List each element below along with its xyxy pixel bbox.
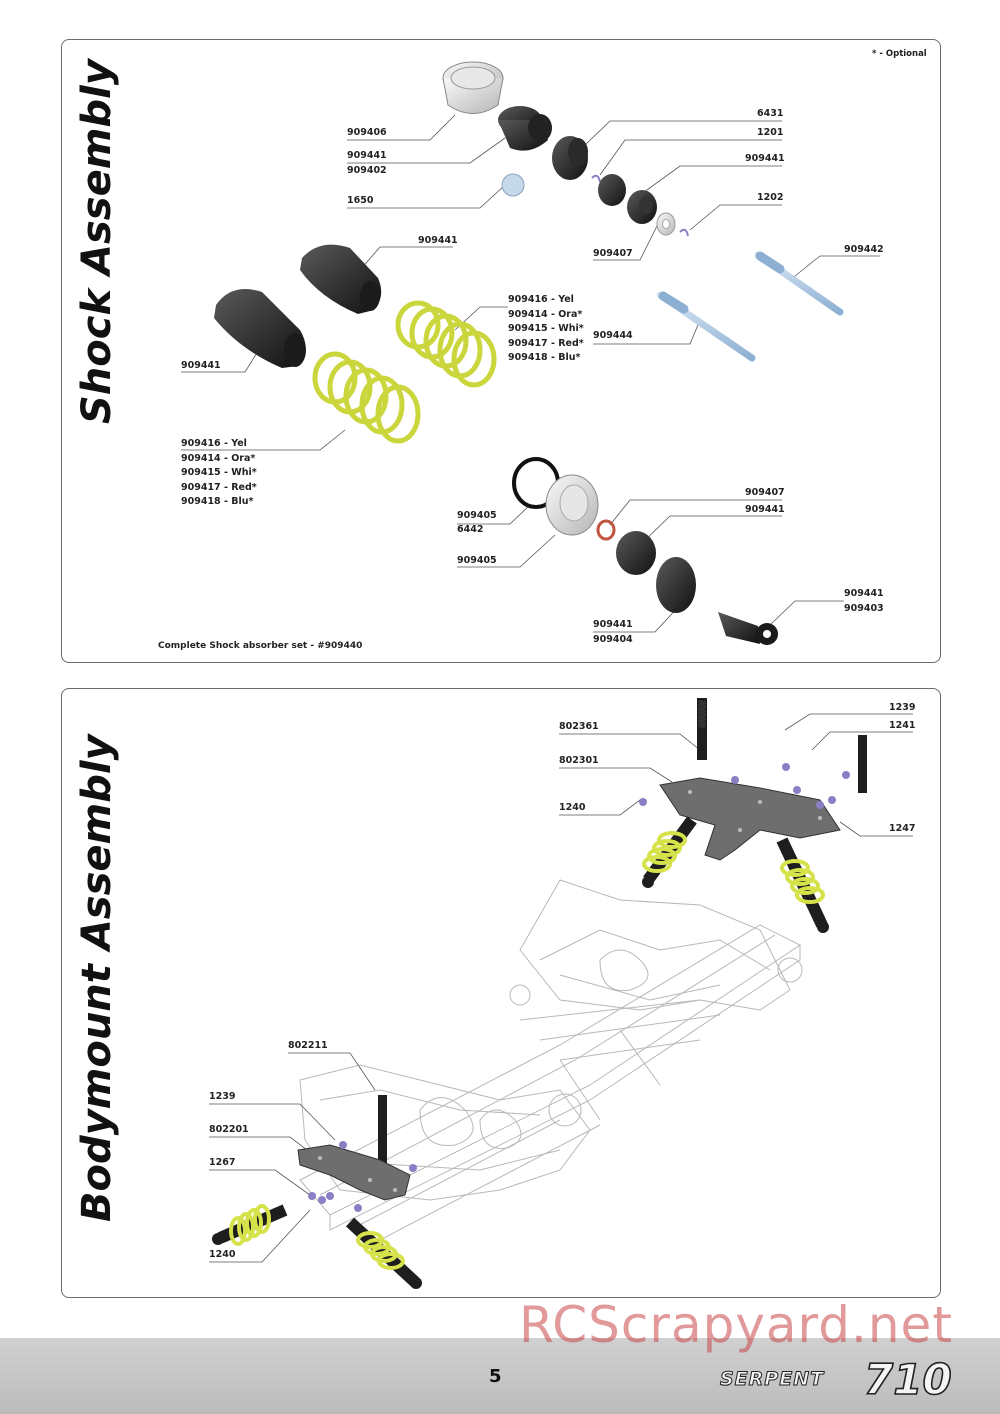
part-label: 909402 (347, 165, 387, 176)
part-label: 1239 (889, 702, 916, 713)
part-label: 1650 (347, 195, 374, 206)
shock-bottom-cap (545, 474, 599, 536)
front-shock-left (212, 1204, 288, 1246)
part-label: 909442 (844, 244, 884, 255)
part-label: 909441 (347, 150, 387, 161)
shock-assembly-panel (61, 39, 941, 663)
part-label: 909441 (745, 504, 785, 515)
rear-body-mount-plate (659, 777, 841, 861)
shock-spring-lower (312, 351, 421, 444)
shock-bottom-cup (656, 557, 696, 613)
shock-rod-short (754, 251, 844, 316)
shock-piston-part (598, 174, 626, 206)
spring-option: 909417 - Red* (181, 481, 257, 493)
part-label: 909441 (844, 588, 884, 599)
spring-option-list-left: 909416 - Yel 909414 - Ora* 909415 - Whi*… (181, 437, 257, 510)
brand-text: SERPENT (720, 1368, 825, 1390)
part-label: 909403 (844, 603, 884, 614)
spring-option: 909417 - Red* (508, 337, 584, 349)
shock-rod-end (718, 612, 778, 645)
shock-body-lower (214, 288, 306, 368)
part-label: 909441 (593, 619, 633, 630)
spring-option: 909414 - Ora* (181, 452, 256, 464)
shock-spring-upper (395, 300, 497, 388)
page-footer (0, 1338, 1000, 1414)
serpent-710-logo: SERPENT 710 (720, 1356, 953, 1396)
part-label: 909406 (347, 127, 387, 138)
part-label: 909405 (457, 510, 497, 521)
watermark-text: RCScrapyard.net (519, 1296, 953, 1354)
part-label: 802211 (288, 1040, 328, 1051)
spring-option: 909414 - Ora* (508, 308, 583, 320)
shock-ball-part (501, 173, 525, 197)
shock-rod-long (656, 291, 756, 362)
spring-option: 909416 - Yel (181, 438, 247, 449)
spring-option: 909418 - Blu* (508, 352, 581, 363)
part-label: 802301 (559, 755, 599, 766)
rear-shock-right (776, 837, 829, 933)
part-label: 1201 (757, 127, 784, 138)
rear-shock-left (642, 816, 697, 888)
shock-oring-red (596, 519, 616, 541)
shock-bottom-collar (616, 531, 656, 575)
part-label: 1239 (209, 1091, 236, 1102)
part-label: 909444 (593, 330, 633, 341)
part-label: 1240 (209, 1249, 236, 1260)
front-body-post (378, 1095, 387, 1167)
shock-cap-part (442, 61, 504, 114)
part-label: 909441 (418, 235, 458, 246)
part-label: 1247 (889, 823, 916, 834)
shock-cup-part (552, 136, 588, 180)
part-label: 909404 (593, 634, 633, 645)
page-number: 5 (489, 1366, 502, 1387)
chassis-outline (299, 879, 803, 1241)
shock-collar-part (498, 106, 552, 151)
part-label: 909441 (745, 153, 785, 164)
part-label: 909407 (745, 487, 785, 498)
part-label: 6431 (757, 108, 784, 119)
part-label: 1202 (757, 192, 784, 203)
model-text: 710 (864, 1356, 952, 1396)
spring-option: 909416 - Yel (508, 294, 574, 305)
part-label: 1267 (209, 1157, 236, 1168)
spring-option-list-right: 909416 - Yel 909414 - Ora* 909415 - Whi*… (508, 293, 584, 366)
spring-option: 909415 - Whi* (508, 323, 584, 334)
part-label: 802361 (559, 721, 599, 732)
part-label: 802201 (209, 1124, 249, 1135)
part-label: 1241 (889, 720, 916, 731)
front-body-mount-plate (297, 1144, 411, 1201)
screw-set (639, 763, 850, 809)
part-label: 1240 (559, 802, 586, 813)
spring-option: 909415 - Whi* (181, 467, 257, 478)
rear-body-post (697, 698, 867, 793)
part-label: 909441 (181, 360, 221, 371)
part-label: 6442 (457, 524, 484, 535)
spring-option: 909418 - Blu* (181, 496, 254, 507)
shock-body-upper (300, 244, 382, 314)
optional-note: * - Optional (872, 49, 927, 59)
part-label: 909407 (593, 248, 633, 259)
complete-set-note: Complete Shock absorber set - #909440 (158, 641, 363, 651)
shock-exploded-drawing (181, 61, 880, 645)
part-label: 909405 (457, 555, 497, 566)
bodymount-drawing (209, 698, 913, 1289)
front-shock-right (345, 1217, 422, 1289)
